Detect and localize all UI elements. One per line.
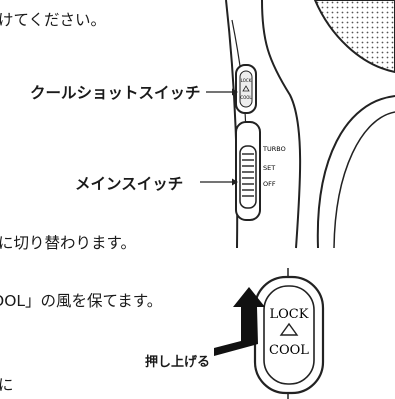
detail-switch-cool-label: COOL [269,343,309,358]
cool-shot-mark-lock: LOCK [241,78,252,83]
detail-switch-lock-label: LOCK [270,307,309,322]
main-switch-position-set: SET [263,164,275,172]
cool-shot-arrowhead-icon [232,88,238,96]
instruction-line-1: けてください。 [0,11,107,29]
cool-shot-mark-cool: COOL [240,95,252,100]
detail-switch-up-arrow-icon [279,322,299,336]
push-up-arrow-icon [214,287,265,356]
main-switch-knob [239,145,257,209]
main-switch-position-off: OFF [263,180,276,188]
handle-outline-right [261,0,302,249]
main-switch-grip-ridges [242,153,254,197]
instruction-line-4: に [0,376,14,394]
cool-shot-switch-knob [239,70,253,108]
main-switch-arrowhead-icon [232,178,238,186]
dryer-body-curve-inner [333,111,395,249]
air-intake-mesh [313,0,395,74]
main-switch-label: メインスイッチ [75,175,184,193]
instruction-line-3: OOL」の風を保てます。 [0,292,163,310]
push-up-label: 押し上げる [145,355,211,370]
cool-shot-switch-label: クールショットスイッチ [30,84,201,102]
cool-shot-arrow-icon [242,85,250,92]
instruction-line-2: に切り替わります。 [0,234,136,252]
main-switch-position-turbo: TURBO [262,145,286,153]
dryer-body-curve [316,95,395,249]
